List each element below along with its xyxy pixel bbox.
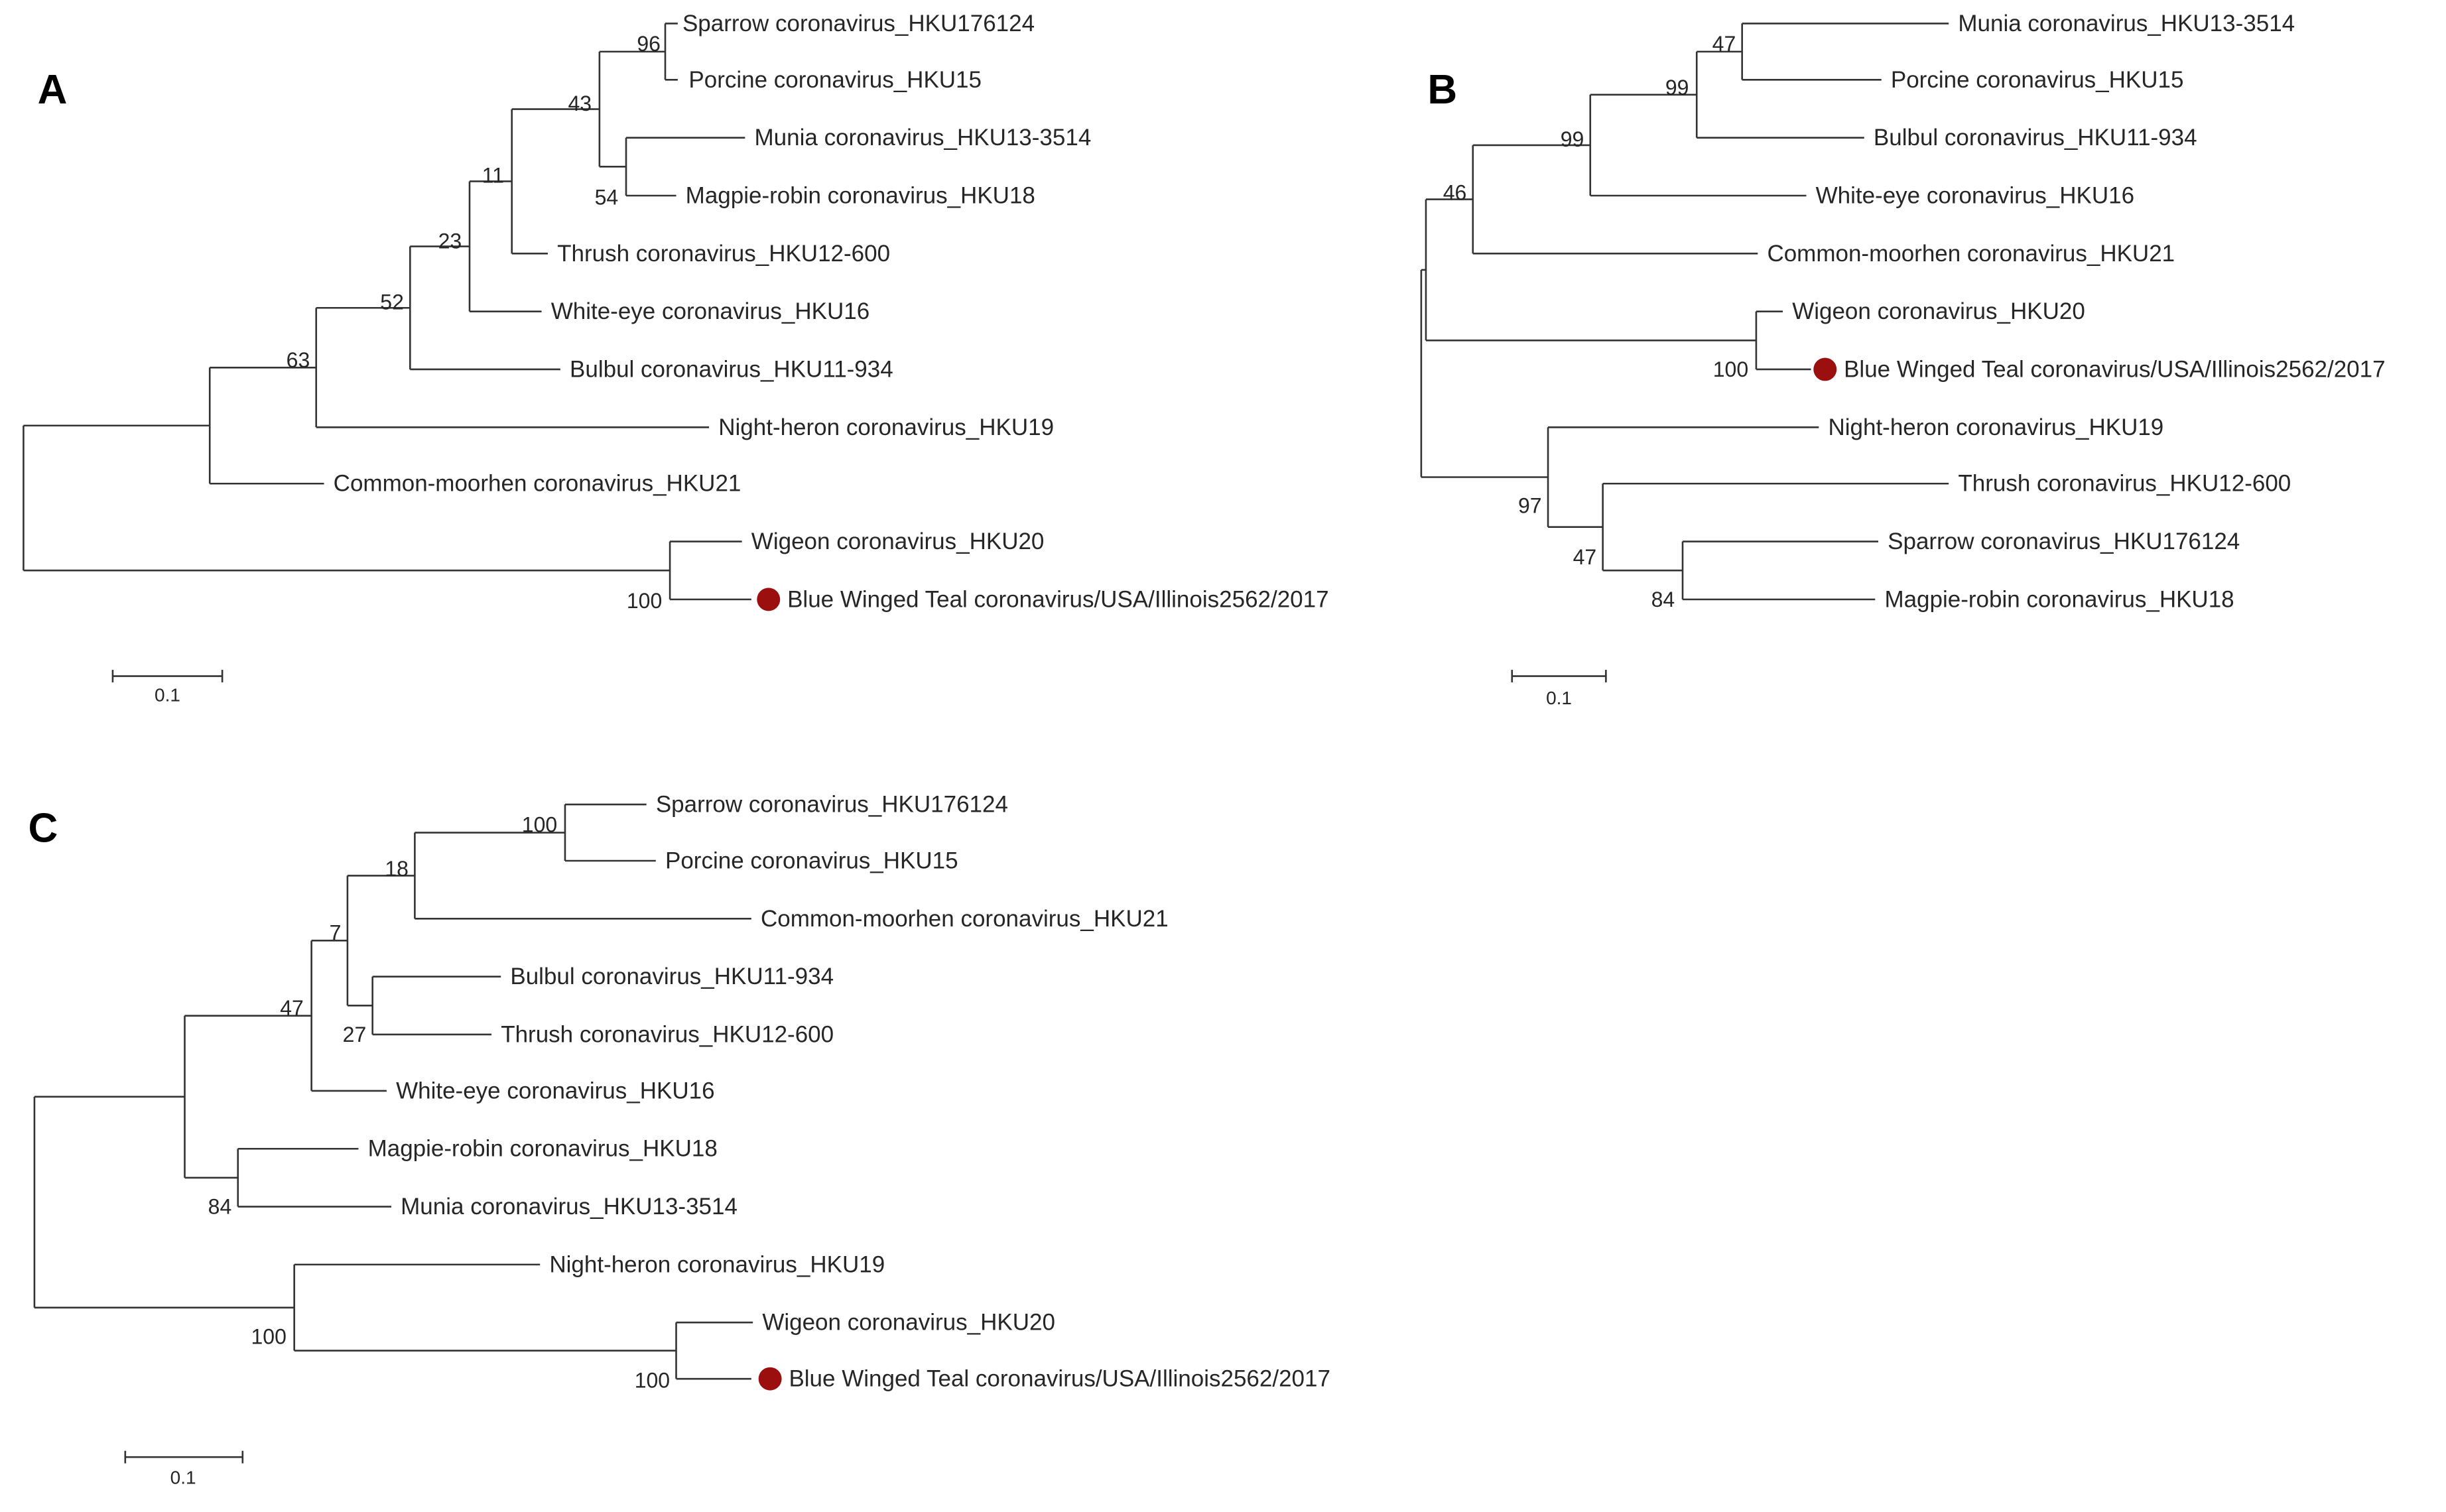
bootstrap-value: 47 bbox=[280, 996, 304, 1020]
leaf-label: Munia coronavirus_HKU13-3514 bbox=[1958, 11, 2295, 36]
bootstrap-value: 63 bbox=[287, 348, 310, 372]
bootstrap-value: 96 bbox=[637, 32, 661, 56]
leaf-label: Sparrow coronavirus_HKU176124 bbox=[656, 792, 1008, 818]
scale-bar-label: 0.1 bbox=[155, 684, 180, 705]
scale-bar-label: 0.1 bbox=[1546, 688, 1572, 708]
bootstrap-value: 84 bbox=[1651, 588, 1675, 611]
scale-bar: 0.1 bbox=[111, 670, 224, 705]
bootstrap-value: 54 bbox=[595, 185, 619, 209]
leaf-label: Common-moorhen coronavirus_HKU21 bbox=[761, 906, 1169, 932]
panel-label: A bbox=[38, 67, 68, 113]
panel-label: C bbox=[28, 806, 58, 851]
leaf-label: Porcine coronavirus_HKU15 bbox=[1891, 67, 2184, 93]
leaf-label: Blue Winged Teal coronavirus/USA/Illinoi… bbox=[787, 586, 1329, 612]
bootstrap-value: 11 bbox=[482, 163, 504, 187]
scale-bar: 0.1 bbox=[124, 1450, 244, 1487]
leaf-label: Bulbul coronavirus_HKU11-934 bbox=[570, 356, 893, 382]
leaf-label: Bulbul coronavirus_HKU11-934 bbox=[1874, 125, 2197, 151]
bootstrap-value: 99 bbox=[1561, 127, 1584, 151]
leaf-label: Porcine coronavirus_HKU15 bbox=[688, 67, 982, 93]
leaf-label: Wigeon coronavirus_HKU20 bbox=[1792, 298, 2085, 324]
leaf-label: Night-heron coronavirus_HKU19 bbox=[718, 414, 1054, 440]
leaf-label: White-eye coronavirus_HKU16 bbox=[1816, 183, 2134, 209]
bootstrap-value: 100 bbox=[251, 1324, 286, 1348]
leaf-label: Common-moorhen coronavirus_HKU21 bbox=[334, 471, 741, 497]
leaf-label: Sparrow coronavirus_HKU176124 bbox=[1888, 529, 2240, 554]
leaf-label: Thrush coronavirus_HKU12-600 bbox=[1958, 471, 2291, 497]
scale-bar-label: 0.1 bbox=[170, 1467, 196, 1487]
leaf-label: Porcine coronavirus_HKU15 bbox=[665, 848, 958, 874]
bootstrap-value: 46 bbox=[1443, 180, 1467, 204]
leaf-label: Magpie-robin coronavirus_HKU18 bbox=[686, 183, 1035, 209]
leaf-label: White-eye coronavirus_HKU16 bbox=[396, 1078, 714, 1103]
leaf-label: Sparrow coronavirus_HKU176124 bbox=[682, 11, 1035, 36]
bootstrap-value: 18 bbox=[385, 857, 409, 881]
leaf-label: Magpie-robin coronavirus_HKU18 bbox=[1884, 586, 2234, 612]
bootstrap-value: 100 bbox=[627, 589, 662, 613]
highlight-dot-icon bbox=[757, 588, 781, 611]
bootstrap-value: 100 bbox=[1713, 357, 1748, 381]
leaf-label: Night-heron coronavirus_HKU19 bbox=[1828, 414, 2163, 440]
scale-bar: 0.1 bbox=[1511, 670, 1607, 708]
bootstrap-value: 97 bbox=[1518, 493, 1542, 517]
leaf-label: Thrush coronavirus_HKU12-600 bbox=[501, 1021, 834, 1047]
bootstrap-value: 99 bbox=[1665, 76, 1689, 99]
bootstrap-value: 100 bbox=[635, 1369, 670, 1393]
leaf-label: White-eye coronavirus_HKU16 bbox=[551, 298, 869, 324]
leaf-label: Wigeon coronavirus_HKU20 bbox=[762, 1310, 1055, 1336]
leaf-label: Common-moorhen coronavirus_HKU21 bbox=[1767, 241, 2175, 267]
highlight-dot-icon bbox=[1813, 357, 1837, 381]
bootstrap-value: 7 bbox=[330, 921, 342, 945]
leaf-label: Blue Winged Teal coronavirus/USA/Illinoi… bbox=[789, 1366, 1330, 1392]
bootstrap-value: 52 bbox=[380, 290, 404, 314]
bootstrap-value: 47 bbox=[1712, 32, 1736, 56]
leaf-label: Blue Winged Teal coronavirus/USA/Illinoi… bbox=[1844, 356, 2386, 382]
bootstrap-value: 47 bbox=[1573, 545, 1597, 569]
leaf-label: Magpie-robin coronavirus_HKU18 bbox=[368, 1136, 718, 1162]
leaf-label: Wigeon coronavirus_HKU20 bbox=[751, 529, 1045, 554]
panel-label: B bbox=[1427, 67, 1457, 113]
bootstrap-value: 23 bbox=[438, 229, 462, 253]
leaf-label: Night-heron coronavirus_HKU19 bbox=[549, 1251, 885, 1277]
bootstrap-value: 27 bbox=[343, 1023, 367, 1046]
leaf-label: Munia coronavirus_HKU13-3514 bbox=[401, 1194, 738, 1220]
leaf-label: Munia coronavirus_HKU13-3514 bbox=[755, 125, 1092, 151]
highlight-dot-icon bbox=[758, 1367, 782, 1391]
leaf-label: Thrush coronavirus_HKU12-600 bbox=[557, 241, 890, 267]
bootstrap-value: 84 bbox=[208, 1195, 232, 1219]
leaf-label: Bulbul coronavirus_HKU11-934 bbox=[510, 964, 834, 989]
bootstrap-value: 100 bbox=[522, 813, 557, 837]
bootstrap-value: 43 bbox=[568, 92, 592, 115]
